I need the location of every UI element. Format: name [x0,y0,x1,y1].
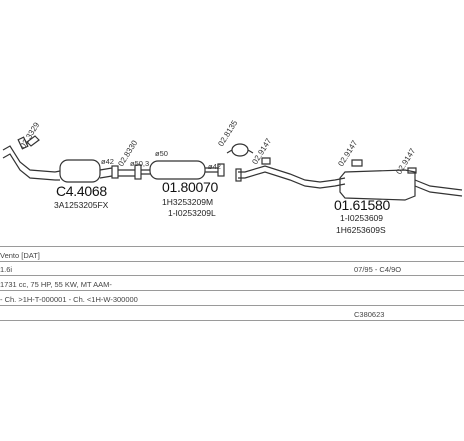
part-number-1: C4.4068 [56,183,107,199]
info-row-engine: 1.6i 07/95 - C4/9O [0,261,464,276]
model-text: Vento [DAT] [0,251,40,260]
part-number-3: 01.61580 [334,197,390,213]
diameter-label-2: ø50 [155,149,168,158]
info-row-chassis: - Ch. >1H-T-000001 - Ch. <1H-W-300000 [0,291,464,306]
clamp-ring [231,143,249,157]
exhaust-drawing [2,135,463,201]
catalyst-body [59,159,101,183]
hanger-3 [407,167,417,174]
years-text: 07/95 - C4/9O [354,265,402,274]
info-row-model: Vento [DAT] [0,246,464,262]
info-row-code: C380623 [0,306,464,321]
chassis-text: - Ch. >1H-T-000001 - Ch. <1H-W-300000 [0,295,138,304]
part-number-2: 01.80070 [162,179,218,195]
diameter-label-4: ø42 [208,162,221,171]
connector-pipe [118,169,135,177]
info-row-spec: 1731 cc, 75 HP, 55 KW, MT AAM- [0,276,464,291]
diameter-label-1: ø42 [101,157,114,166]
diameter-label-3: ø50,3 [130,159,150,168]
oem-number-1: 3A1253205FX [54,200,109,210]
spec-text: 1731 cc, 75 HP, 55 KW, MT AAM- [0,280,112,289]
gasket-1 [26,135,40,147]
hanger-1 [261,157,271,165]
engine-text: 1.6i [0,265,13,274]
oem-number-3b: 1H6253609S [336,225,386,235]
hanger-2 [351,159,363,167]
oem-number-2b: 1-I0253209L [168,208,216,218]
front-pipe [2,145,56,173]
front-flange [17,136,29,150]
rear-pipe [238,165,346,183]
code-text: C380623 [354,310,385,319]
oem-number-3a: 1-I0253609 [340,213,384,223]
exhaust-system-diagram: 02.3329 02.8330 02.8135 02.9147 02.9147 … [2,119,463,235]
oem-number-2a: 1H3253209M [162,197,214,207]
middle-silencer [149,160,206,180]
rear-silencer [339,169,416,201]
